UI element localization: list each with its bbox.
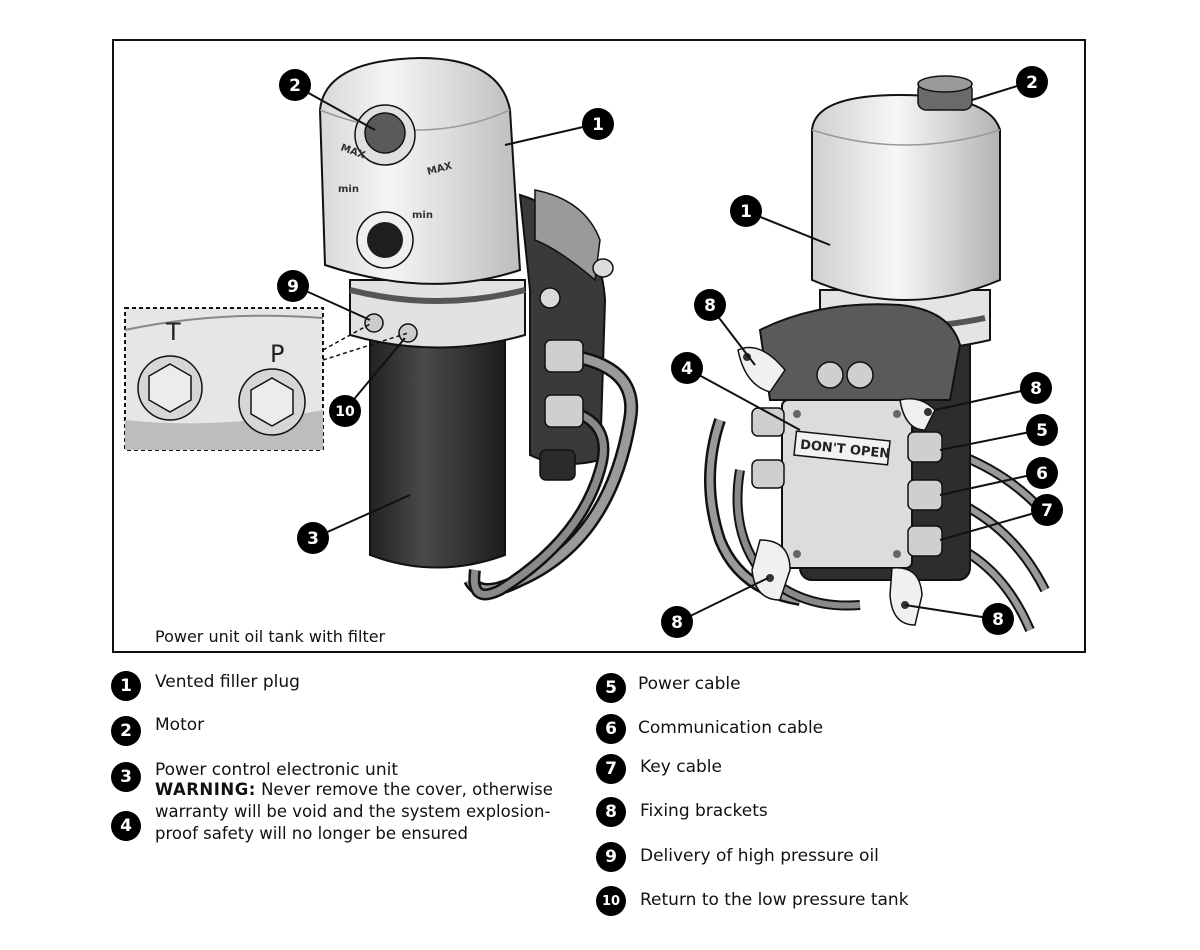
callout-1-left: 1 xyxy=(582,108,614,140)
svg-text:1: 1 xyxy=(592,115,604,135)
callout-2-right: 2 xyxy=(1016,66,1048,98)
warning-label: WARNING: xyxy=(155,780,256,799)
legend-item-8: 8 Fixing brackets xyxy=(596,797,768,827)
legend-label-9: Delivery of high pressure oil xyxy=(640,846,879,866)
svg-text:7: 7 xyxy=(1041,501,1053,521)
legend-badge-3: 3 xyxy=(111,762,141,792)
callout-1-right: 1 xyxy=(730,195,762,227)
legend-badge-10: 10 xyxy=(596,886,626,916)
legend-label-1: Vented filler plug xyxy=(155,672,300,692)
callout-4: 4 xyxy=(671,352,703,384)
svg-text:10: 10 xyxy=(335,404,355,420)
legend-item-9: 9 Delivery of high pressure oil xyxy=(596,842,879,872)
callout-2-left: 2 xyxy=(279,69,311,101)
inset-label-t: T xyxy=(165,318,181,346)
legend-item-6: 6 Communication cable xyxy=(596,714,823,744)
legend-badge-5: 5 xyxy=(596,673,626,703)
callout-3: 3 xyxy=(297,522,329,554)
callout-8-bottom-left: 8 xyxy=(661,606,693,638)
warning-text: Never remove the cover, otherwise warran… xyxy=(155,780,553,843)
min-mark-1: min xyxy=(338,184,359,195)
callout-8-bottom-right: 8 xyxy=(982,603,1014,635)
legend-label-6: Communication cable xyxy=(638,718,824,738)
legend-item-5: 5 Power cable xyxy=(596,673,741,703)
legend-label-8: Fixing brackets xyxy=(640,801,768,821)
svg-text:2: 2 xyxy=(289,76,301,96)
legend-item-10: 10 Return to the low pressure tank xyxy=(596,886,909,916)
callout-10: 10 xyxy=(329,395,361,427)
callout-8-top-right: 8 xyxy=(1020,372,1052,404)
svg-text:9: 9 xyxy=(287,277,299,297)
svg-text:5: 5 xyxy=(1036,421,1048,441)
min-mark-2: min xyxy=(412,210,433,221)
legend-label-3: Power control electronic unit xyxy=(155,760,398,780)
left-power-unit: MAX MAX min min xyxy=(318,56,639,601)
right-power-unit: DON'T OPEN xyxy=(704,75,1054,632)
callout-9: 9 xyxy=(277,270,309,302)
port-detail-inset: T P xyxy=(124,307,409,451)
callout-7: 7 xyxy=(1031,494,1063,526)
legend-item-1: 1 Vented filler plug xyxy=(111,671,300,701)
callout-5: 5 xyxy=(1026,414,1058,446)
legend-badge-2: 2 xyxy=(111,716,141,746)
svg-text:8: 8 xyxy=(671,613,683,633)
legend-label-7: Key cable xyxy=(640,757,722,777)
svg-text:1: 1 xyxy=(740,202,752,222)
legend-label-10: Return to the low pressure tank xyxy=(640,890,909,910)
legend-label-5: Power cable xyxy=(638,674,741,694)
svg-text:8: 8 xyxy=(1030,379,1042,399)
inset-label-p: P xyxy=(270,340,284,368)
callout-6: 6 xyxy=(1026,457,1058,489)
svg-text:2: 2 xyxy=(1026,73,1038,93)
svg-text:6: 6 xyxy=(1036,464,1048,484)
legend-badge-1: 1 xyxy=(111,671,141,701)
figure-caption: Power unit oil tank with filter xyxy=(155,627,386,646)
legend-item-3: 3 Power control electronic unit xyxy=(111,760,398,792)
legend-badge-7: 7 xyxy=(596,754,626,784)
svg-text:8: 8 xyxy=(992,610,1004,630)
svg-text:4: 4 xyxy=(681,359,693,379)
legend-item-2: 2 Motor xyxy=(111,715,205,746)
legend-item-7: 7 Key cable xyxy=(596,754,722,784)
legend-badge-6: 6 xyxy=(596,714,626,744)
legend-label-2: Motor xyxy=(155,715,205,735)
legend-item-4: 4 xyxy=(111,811,141,841)
svg-text:3: 3 xyxy=(307,529,319,549)
legend-badge-8: 8 xyxy=(596,797,626,827)
legend-badge-4: 4 xyxy=(111,811,141,841)
leader-lines xyxy=(294,81,1046,623)
warning-block: WARNING: Never remove the cover, otherwi… xyxy=(155,779,575,845)
svg-text:8: 8 xyxy=(704,296,716,316)
legend-badge-9: 9 xyxy=(596,842,626,872)
callout-8-top-left: 8 xyxy=(694,289,726,321)
